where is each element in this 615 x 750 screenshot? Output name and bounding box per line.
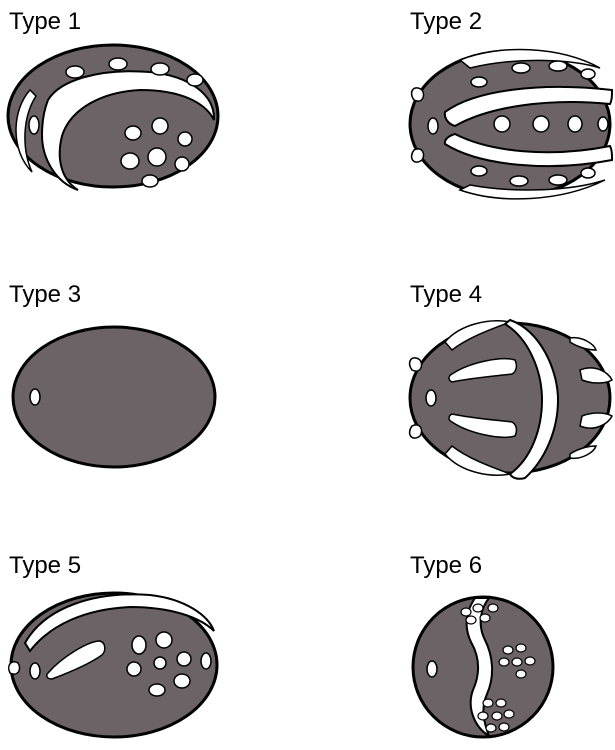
type-1-label: Type 1	[9, 10, 81, 34]
type-6-bead	[405, 590, 565, 750]
type-1-bead	[0, 40, 230, 200]
type-4-bead	[400, 310, 615, 485]
type-5-label: Type 5	[9, 554, 81, 578]
type-2-label: Type 2	[410, 10, 482, 34]
type-2-bead	[400, 40, 615, 205]
type-6-label: Type 6	[410, 554, 482, 578]
type-5-bead	[0, 585, 230, 750]
type-3-label: Type 3	[9, 283, 81, 307]
type-4-label: Type 4	[410, 283, 482, 307]
type-3-bead	[0, 315, 230, 475]
